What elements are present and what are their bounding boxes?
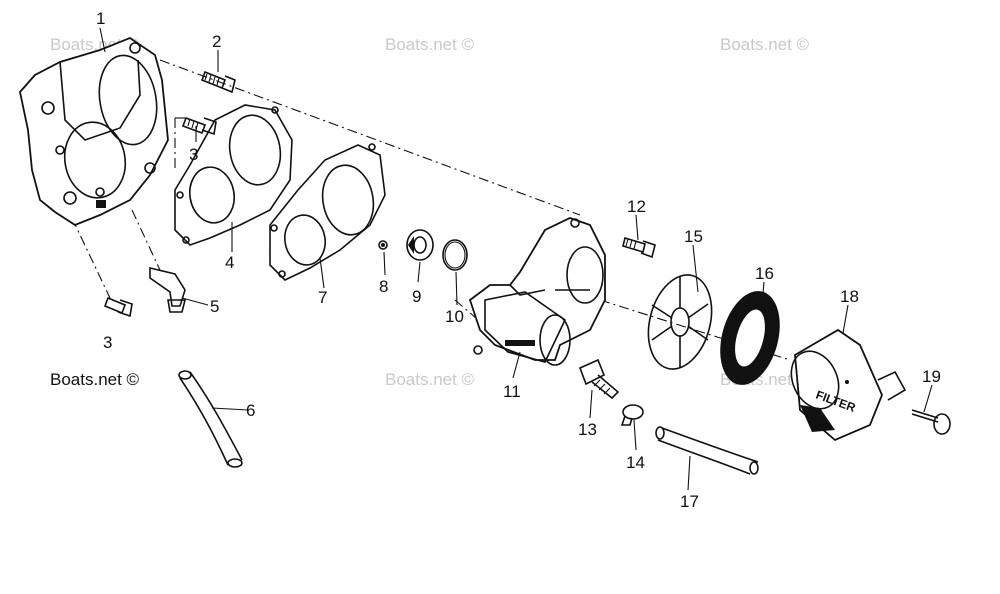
watermark-4: Boats.net © [385, 370, 475, 389]
part-13-fitting [578, 358, 620, 400]
part-19-screw [911, 409, 951, 435]
part-17-fuel-hose [655, 426, 759, 475]
callout-13: 13 [578, 420, 597, 439]
callout-7: 7 [318, 288, 327, 307]
callout-10: 10 [445, 307, 464, 326]
callout-3-lower: 3 [103, 333, 112, 352]
callout-6: 6 [246, 401, 255, 420]
part-11-pump-motor [468, 217, 606, 366]
watermark-3: Boats.net © [720, 35, 810, 54]
part-9-valve [406, 229, 434, 261]
callout-19: 19 [922, 367, 941, 386]
part-2-bolt [200, 70, 236, 94]
watermark-2: Boats.net © [385, 35, 475, 54]
part-12-bolt [622, 236, 656, 259]
callout-5: 5 [210, 297, 219, 316]
callout-16: 16 [755, 264, 774, 283]
callout-18: 18 [840, 287, 859, 306]
callout-12: 12 [627, 197, 646, 216]
part-3-bolt-lower [103, 296, 133, 318]
part-3-bolt-upper [181, 116, 217, 136]
leader-lines [99, 27, 933, 491]
part-5-elbow-fitting [149, 266, 187, 313]
part-14-hose-clamp [620, 404, 644, 426]
callout-9: 9 [412, 287, 421, 306]
watermarks: Boats.net © Boats.net © Boats.net © Boat… [50, 35, 810, 389]
part-8-screw [378, 240, 388, 250]
callout-labels: 1 2 3 4 5 3 6 7 8 9 10 11 12 13 14 15 16… [96, 9, 941, 511]
callout-11: 11 [503, 382, 521, 401]
callout-4: 4 [225, 253, 234, 272]
part-7-diaphragm [269, 143, 386, 281]
callout-3-upper: 3 [189, 145, 198, 164]
callout-15: 15 [684, 227, 703, 246]
part-10-o-ring [442, 239, 468, 271]
part-15-impeller-plate [647, 274, 713, 370]
assembly-axis-lines [71, 59, 791, 361]
part-16-seal-ring [720, 291, 780, 385]
part-6-fuel-hose [178, 370, 243, 468]
watermark-6: Boats.net © [50, 370, 140, 389]
callout-1: 1 [96, 9, 105, 28]
callout-14: 14 [626, 453, 645, 472]
part-18-fuel-filter: FILTER [790, 328, 907, 442]
part-4-gasket [174, 104, 293, 246]
part-1-pump-housing [19, 36, 169, 227]
callout-2: 2 [212, 32, 221, 51]
callout-17: 17 [680, 492, 699, 511]
callout-8: 8 [379, 277, 388, 296]
